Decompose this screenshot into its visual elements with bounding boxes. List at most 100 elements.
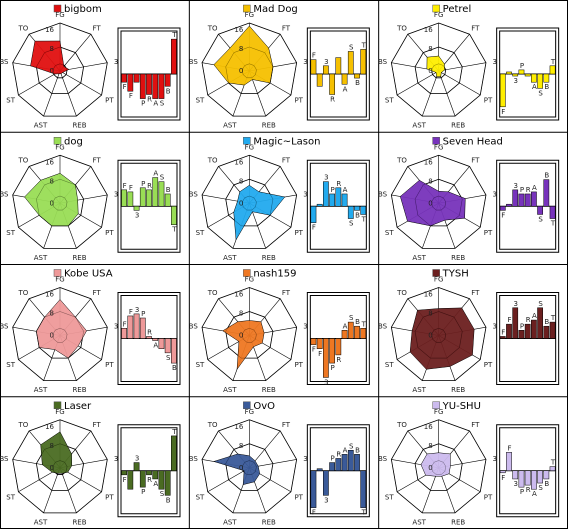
radar-axis-label: TO [17,421,28,429]
radar-ring-overlay [201,22,297,117]
radar-axis-label: REB [262,386,276,394]
bar-label: F [501,474,505,482]
radar-axis-label: FT [282,24,291,32]
bar [323,470,329,496]
radar-axis-label: FG [245,143,254,151]
bar-label: A [532,184,537,192]
radar-scale-label: 16 [45,291,54,299]
radar-axis-label: AST [34,518,48,526]
radar-ring-overlay [242,328,257,343]
radar-scale-label: 0 [239,464,243,472]
radar-axis-label: FT [93,421,102,429]
radar-ring-overlay [414,46,463,94]
bar [316,73,323,87]
radar-axis-label: ST [6,229,15,237]
radar-axis-label: REB [72,122,86,130]
bar-label: S [349,314,354,322]
radar-scale-label: 16 [424,291,433,299]
bar [347,51,354,75]
bar-label: A [153,480,158,488]
radar-area [213,25,274,86]
bar-label: 3 [513,300,517,308]
bar-label: 3 [135,455,139,463]
bar-label: R [526,186,531,194]
bar-label: P [520,62,524,70]
radar-axis-label: TO [396,24,407,32]
bar [341,330,348,339]
radar-ring-overlay [225,311,274,359]
bar [499,206,506,211]
radar-scale-label: 0 [428,464,432,472]
bar [506,71,512,75]
radar-ring-overlay [242,460,257,475]
radar-ring-overlay [36,46,84,94]
legend-swatch [53,269,62,277]
bar [354,454,360,471]
bar [512,189,519,207]
radar-axis-label: AST [412,386,426,394]
team-name: TYSH [442,269,469,280]
bar [543,179,550,207]
bar [121,328,127,339]
bar-label: B [544,172,549,180]
bar [549,321,556,339]
legend-swatch [53,401,62,409]
radar-axis-label: BS [189,58,199,66]
bar-label: T [550,459,556,467]
radar-axis-label: BS [0,455,9,463]
legend-swatch [432,137,440,145]
radar-axis-label: TO [17,289,28,297]
bar-label: R [526,486,531,494]
radar-axis-label: BS [0,323,9,331]
bar-label: T [171,428,177,436]
radar-axis-label: PT [484,229,493,237]
bar [360,328,367,339]
radar-axis-label: FG [55,276,64,284]
radar-axis-label: 3 [303,455,307,463]
bar-label: F [123,320,127,328]
bar [164,470,171,496]
radar-axis-label: 3 [114,190,118,198]
radar-axis-label: AST [223,386,237,394]
bar-label: B [172,364,177,372]
bar-label: B [544,480,549,488]
bar [335,458,342,472]
bar [127,470,134,490]
radar-axis-label: ST [385,493,394,501]
radar-ring-overlay [12,287,108,381]
radar-axis-label: FG [245,408,254,416]
radar-axis-label: FT [282,157,291,165]
radar-scale-label: 0 [239,199,243,207]
bar-label: F [501,328,505,336]
radar-axis-label: FT [93,157,102,165]
bar [139,187,146,207]
radar-scale-label: 16 [234,291,243,299]
bar [139,317,146,339]
radar-axis-label: PT [105,493,114,501]
bar-label: F [123,476,127,484]
team-name: Petrel [443,4,472,15]
legend-swatch [432,401,440,409]
radar-scale-label: 0 [428,332,432,340]
bar-label: F [129,184,133,192]
radar-scale-label: 16 [45,423,54,431]
bar-label: R [526,316,531,324]
radar-axis-label: 3 [493,323,497,331]
radar-axis-label: 3 [114,323,118,331]
radar-ring-overlay [36,179,84,227]
radar-ring-overlay [431,460,446,475]
bar [531,470,537,490]
bar [171,435,177,471]
bar-label: S [160,174,165,182]
bar [133,462,140,472]
bar [139,73,146,99]
radar-axis-label: BS [189,323,199,331]
bar [146,189,152,207]
radar-scale-label: 0 [50,67,54,75]
radar-scale-label: 16 [424,158,433,166]
bar [316,338,323,349]
